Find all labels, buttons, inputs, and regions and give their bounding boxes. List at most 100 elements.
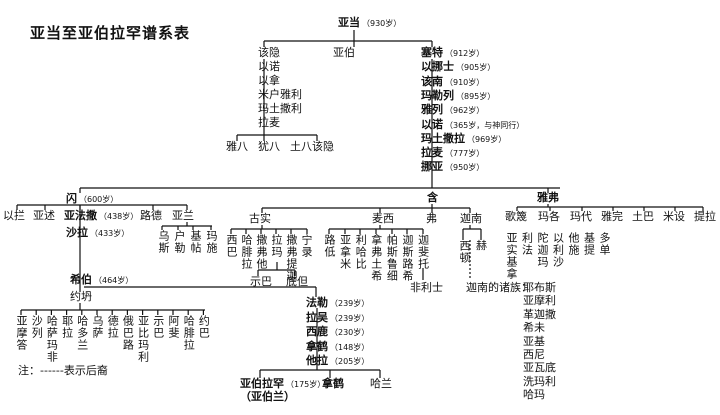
person-age: （464岁） — [94, 276, 134, 285]
person-name: 古实 — [249, 212, 271, 225]
person-name: 路德 — [140, 209, 162, 222]
person-age: （895岁） — [456, 91, 496, 101]
person-name: 法勒 — [306, 296, 328, 309]
person-age: （148岁） — [330, 342, 370, 352]
person-name: 拿弗土希 — [369, 234, 383, 282]
person-name: 示巴 — [250, 275, 272, 288]
person-name: 拉麦 — [258, 116, 280, 129]
person-name: 拉麦 — [421, 146, 443, 160]
person-name: 沙拉（433岁） — [66, 227, 129, 240]
person-age: （969岁） — [467, 134, 507, 144]
person-name: 乌斯 — [157, 230, 170, 254]
person-name: 以诺 — [421, 117, 443, 131]
person-name: 陀迦玛 — [536, 232, 549, 268]
person-name: 拉吴（239岁） — [306, 310, 370, 325]
person-age: （905岁） — [456, 63, 496, 73]
person-age: （438岁） — [99, 212, 139, 221]
person-age: （777岁） — [445, 149, 485, 159]
person-name: 迦斐托 — [416, 234, 430, 270]
person-name: 示巴 — [151, 315, 165, 339]
person-name: 亚述 — [33, 209, 55, 222]
person-name: 米设 — [663, 210, 685, 223]
person-name: 帕斯鲁细 — [385, 234, 399, 282]
person-name: 法勒（239岁） — [306, 297, 369, 310]
person-name: 提拉 — [694, 210, 716, 223]
person-name: 基提 — [582, 232, 596, 256]
person-name: 底但 — [286, 275, 308, 288]
person-name: 亚拿米 — [338, 234, 352, 270]
person-name: 他拉（205岁） — [306, 355, 369, 368]
person-name: 土巴 — [632, 210, 654, 223]
person-name: 阿斐 — [167, 315, 180, 339]
person-name: 拉吴 — [306, 310, 328, 324]
person-name: 亚伯拉罕（175岁） — [240, 378, 325, 391]
person-name: 哈多兰 — [75, 315, 89, 351]
person-name: 多单 — [598, 232, 611, 256]
person-name: 他拉 — [306, 354, 328, 367]
person-name: 歌篾 — [505, 210, 527, 223]
person-name: 撒弗他 — [255, 234, 268, 270]
person-name: 俄巴路 — [121, 315, 135, 351]
person-age: （912岁） — [445, 49, 485, 58]
person-name: 希未 — [523, 321, 545, 335]
person-age: （205岁） — [330, 357, 370, 366]
person-name: 撒弗提迦 — [285, 234, 298, 282]
person-age: （239岁） — [330, 313, 370, 323]
person-name: 西鹿 — [306, 325, 328, 338]
person-name: 玛土撒拉（969岁） — [421, 131, 507, 146]
person-name: 挪亚 — [421, 160, 443, 174]
person-name: 以诺 — [258, 60, 280, 73]
person-age: （239岁） — [330, 299, 370, 308]
person-name: 基帖 — [189, 230, 202, 254]
person-name: 耶布斯 — [523, 281, 556, 294]
person-name: 拉麦（777岁） — [421, 147, 484, 160]
person-age: （433岁） — [90, 229, 130, 238]
person-age: （600岁） — [79, 195, 119, 204]
person-name: 希伯（464岁） — [70, 274, 133, 287]
person-name: 迦南的诸族： — [466, 281, 532, 294]
person-name: 沙拉 — [66, 226, 88, 239]
person-name: 雅列 — [421, 103, 443, 117]
person-name: 哈腓拉 — [240, 234, 253, 270]
person-name: 户勒 — [173, 230, 186, 254]
person-name: 以利沙 — [551, 232, 565, 268]
person-name: 亚实基拿 — [505, 232, 518, 280]
person-name: 玛勒列（895岁） — [421, 88, 496, 103]
person-age: （962岁） — [445, 106, 485, 116]
person-age: （930岁） — [362, 19, 402, 28]
person-name: 塞特 — [421, 46, 443, 59]
person-age: （175岁） — [286, 380, 326, 389]
person-name: 亚法撒 — [64, 209, 97, 222]
person-name: 西顿 — [458, 240, 471, 264]
person-name: 迦南 — [460, 212, 482, 225]
person-name: 弗 — [426, 212, 437, 225]
person-name: 亚比玛利 — [136, 315, 150, 363]
person-name: 玛勒列 — [421, 88, 454, 102]
person-name: 雅八 — [226, 140, 248, 153]
person-name: 哈兰 — [370, 377, 392, 390]
person-name: 西尼 — [523, 348, 545, 361]
person-name: 亚法撒（438岁） — [64, 210, 138, 223]
person-name: 该隐 — [258, 46, 280, 59]
person-name: 约巴 — [197, 315, 211, 339]
person-age: （910岁） — [445, 77, 485, 87]
person-name: 玛土撒拉 — [421, 131, 465, 145]
person-name: 含 — [427, 191, 438, 204]
legend-note: 注：------表示后裔 — [18, 364, 108, 377]
person-name: 拿鹤 — [322, 377, 344, 390]
person-name: 该南（910岁） — [421, 75, 485, 89]
person-name: 西鹿（230岁） — [306, 326, 369, 339]
person-name: 迦斯路希 — [401, 234, 414, 282]
person-name: 雅完 — [601, 210, 623, 223]
person-name: 玛代 — [570, 210, 592, 223]
person-name: 宁录 — [300, 234, 313, 258]
person-name: 路低 — [323, 234, 336, 258]
person-name: 以挪士 — [421, 60, 454, 74]
person-name: 亚兰 — [172, 209, 194, 222]
person-name: 亚瓦底 — [523, 361, 556, 375]
person-age: （950岁） — [445, 163, 485, 173]
person-name: 沙列 — [30, 315, 44, 339]
person-name: 亚摩答 — [15, 315, 28, 351]
